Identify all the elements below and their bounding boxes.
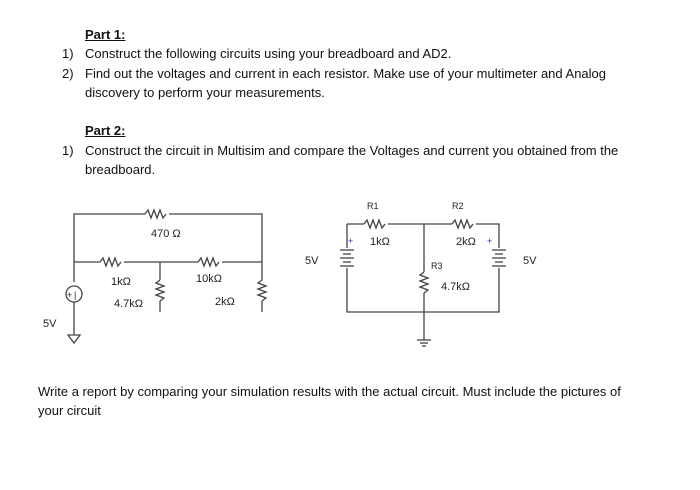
svg-text:+: + — [487, 236, 492, 246]
svg-text:+: + — [348, 236, 353, 246]
label-2k: 2kΩ — [215, 296, 235, 308]
report-instruction-line1: Write a report by comparing your simulat… — [38, 384, 621, 399]
resistor-4k7 — [154, 279, 166, 302]
label-source-1: 5V — [43, 318, 57, 330]
battery-right: + — [487, 236, 506, 267]
part2-heading: Part 2: — [85, 123, 126, 138]
label-470: 470 Ω — [151, 228, 181, 240]
label-R3: R3 — [431, 261, 443, 271]
label-R1-value: 1kΩ — [370, 236, 390, 248]
label-4k7: 4.7kΩ — [114, 298, 143, 310]
resistor-1k — [99, 256, 122, 268]
svg-text:+: + — [67, 290, 72, 300]
part1-item1-text: Construct the following circuits using y… — [85, 46, 452, 61]
part1-item2-text: Find out the voltages and current in eac… — [85, 66, 607, 81]
battery-left: + — [340, 236, 354, 267]
resistor-R3 — [418, 271, 430, 294]
resistor-470 — [144, 208, 167, 220]
circuit2: + + R1 1kΩ R2 2kΩ R3 4.7kΩ 5V 5V — [305, 201, 537, 347]
ground-icon-1 — [66, 334, 82, 345]
part1-item1-number: 1) — [62, 46, 74, 61]
label-R2-value: 2kΩ — [456, 236, 476, 248]
ground-icon-2 — [417, 339, 431, 347]
label-v-left: 5V — [305, 255, 319, 267]
circuit1: + | 470 Ω 1kΩ 10kΩ 4.7kΩ 2kΩ 5V — [43, 208, 268, 345]
label-1k: 1kΩ — [111, 276, 131, 288]
label-R2: R2 — [452, 201, 464, 211]
resistor-2k — [256, 279, 268, 302]
part2-item1-text-cont: breadboard. — [85, 162, 156, 177]
report-instruction-line2: your circuit — [38, 403, 101, 418]
label-v-right: 5V — [523, 255, 537, 267]
part1-heading: Part 1: — [85, 27, 126, 42]
label-R1: R1 — [367, 201, 379, 211]
resistor-R2 — [451, 218, 474, 230]
part2-item1-number: 1) — [62, 143, 74, 158]
resistor-R1 — [363, 218, 386, 230]
svg-text:|: | — [74, 290, 76, 300]
part1-item2-text-cont: discovery to perform your measurements. — [85, 85, 325, 100]
resistor-10k — [197, 256, 220, 268]
label-10k: 10kΩ — [196, 273, 222, 285]
label-R3-value: 4.7kΩ — [441, 281, 470, 293]
part2-item1-text: Construct the circuit in Multisim and co… — [85, 143, 619, 158]
part1-item2-number: 2) — [62, 66, 74, 81]
